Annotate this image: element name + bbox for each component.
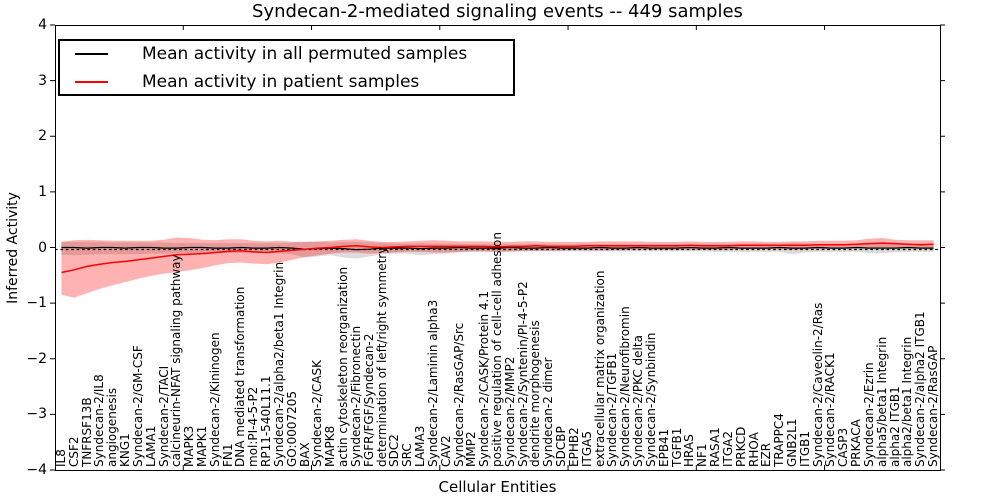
- x-tick-label: EPB41: [656, 428, 671, 467]
- x-tick-label: IL8: [53, 449, 68, 467]
- legend: Mean activity in all permuted samples Me…: [58, 39, 515, 96]
- legend-item-patient: Mean activity in patient samples: [60, 70, 513, 94]
- permuted-line-sample-icon: [75, 52, 108, 55]
- x-tick-label: Syndecan-2/Laminin alpha3: [425, 299, 440, 467]
- x-tick-label: ITGA5: [579, 430, 594, 467]
- x-axis-title: Cellular Entities: [438, 478, 557, 496]
- y-tick-label: 4: [38, 17, 47, 33]
- x-tick-label: Syndecan-2/Ezrin: [861, 362, 876, 467]
- y-tick-label: −1: [26, 295, 47, 312]
- x-tick-label: CSF2: [66, 436, 81, 467]
- y-tick-label: 2: [38, 128, 47, 145]
- x-tick-label: alpha5/beta1 Integrin: [874, 336, 889, 467]
- x-tick-label: Syndecan-2/Fibronectin: [348, 325, 363, 467]
- x-tick-label: Syndecan-2/alpha2/beta1 Integrin: [271, 261, 286, 467]
- patient-confidence-band: [61, 237, 934, 298]
- legend-label-permuted: Mean activity in all permuted samples: [142, 43, 468, 64]
- chart-title: Syndecan-2-mediated signaling events -- …: [252, 1, 743, 22]
- y-axis-title: Inferred Activity: [5, 192, 21, 304]
- patient-mean-line: [61, 242, 934, 274]
- x-tick-label: PRKCD: [733, 426, 748, 467]
- y-tick-label: −3: [26, 406, 47, 423]
- x-tick-label: GO:0007205: [284, 390, 299, 467]
- x-tick-label: ITGA2: [720, 430, 735, 467]
- y-tick-label: 1: [38, 183, 47, 200]
- legend-label-patient: Mean activity in patient samples: [142, 71, 420, 92]
- x-tick-label: Syndecan-2/Synbindin: [643, 332, 658, 467]
- patient-line-sample-icon: [75, 80, 108, 83]
- x-tick-label: FGFR/FGF/Syndecan-2: [361, 333, 376, 467]
- x-tick-label: LAMA1: [143, 425, 158, 467]
- y-tick-label: 0: [38, 239, 47, 256]
- permuted-mean-line: [61, 246, 934, 251]
- y-tick-label: −4: [26, 462, 47, 478]
- x-tick-label: Syndecan-2/MMP2: [502, 356, 517, 467]
- y-tick-label: 3: [38, 72, 47, 89]
- x-tick-label: Syndecan-2/Kininogen: [207, 332, 222, 467]
- legend-item-permuted: Mean activity in all permuted samples: [60, 42, 513, 66]
- x-tick-label: CAV2: [438, 435, 453, 467]
- x-tick-label: EPHB2: [566, 427, 581, 467]
- y-tick-label: −2: [26, 350, 47, 367]
- x-tick-label: Syndecan-2/RasGAP: [926, 345, 941, 467]
- x-tick-label: Syndecan-2/GM-CSF: [130, 345, 145, 467]
- x-tick-label: ITGB1: [797, 430, 812, 467]
